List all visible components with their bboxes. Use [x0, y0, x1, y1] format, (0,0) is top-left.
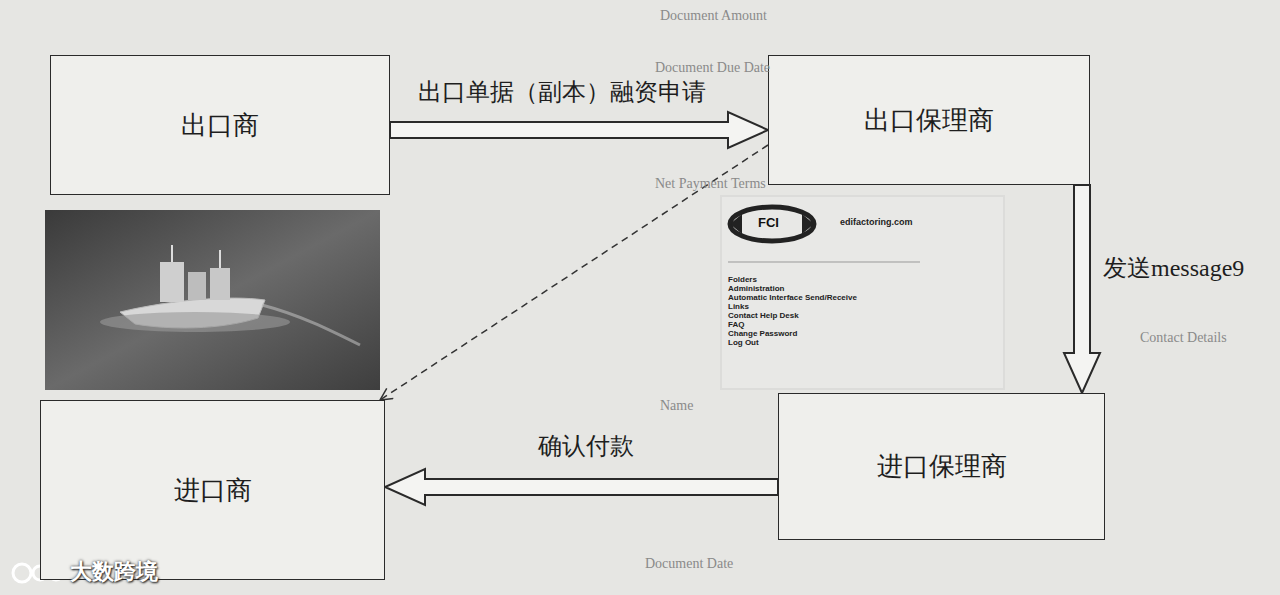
menu-item: FAQ — [728, 321, 744, 330]
background-text: Name — [660, 398, 693, 413]
menu-item: Contact Help Desk — [728, 312, 799, 321]
background-text: Document Amount — [660, 8, 767, 23]
block-arrow — [385, 469, 778, 505]
dashed-arrow — [380, 145, 768, 400]
edge-label: 发送message9 — [1100, 252, 1247, 284]
block-arrow — [390, 112, 768, 148]
process-box: 出口商 — [50, 55, 390, 195]
menu-item: Folders — [728, 276, 757, 285]
edge-label: 出口单据（副本）融资申请 — [415, 76, 709, 108]
box-label: 出口保理商 — [864, 103, 994, 138]
watermark: 大数跨境 — [70, 560, 158, 584]
logo-text: FCI — [758, 216, 779, 230]
background-text: Document Date — [645, 556, 733, 571]
background-text: Document Due Date — [655, 60, 770, 75]
box-label: 进口保理商 — [877, 449, 1007, 484]
process-box: 进口商 — [40, 400, 385, 580]
menu-item: Links — [728, 303, 749, 312]
box-label: 出口商 — [181, 108, 259, 143]
website-screenshot — [720, 195, 1005, 390]
background-text: Contact Details — [1140, 330, 1227, 345]
website-url: edifactoring.com — [840, 218, 913, 228]
process-box: 进口保理商 — [778, 393, 1105, 540]
menu-item: Automatic Interface Send/Receive — [728, 294, 857, 303]
menu-item: Log Out — [728, 339, 759, 348]
process-box: 出口保理商 — [768, 55, 1090, 185]
box-label: 进口商 — [174, 473, 252, 508]
edge-label: 确认付款 — [535, 430, 637, 462]
block-arrow — [1064, 185, 1100, 393]
menu-item: Administration — [728, 285, 784, 294]
ship-photo — [45, 210, 380, 390]
background-text: Net Payment Terms — [655, 176, 766, 191]
menu-item: Change Password — [728, 330, 797, 339]
